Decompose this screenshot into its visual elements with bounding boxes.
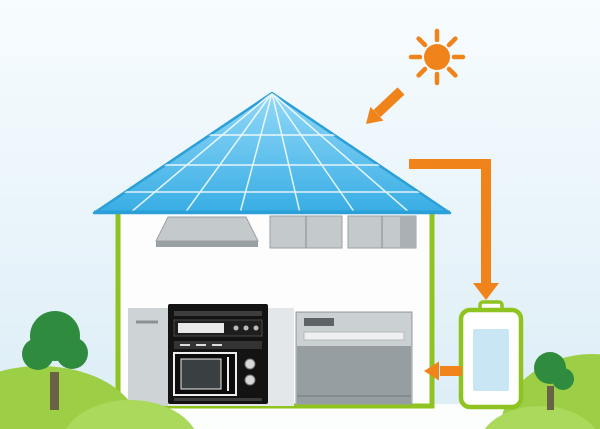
sun-icon	[408, 28, 466, 86]
bush-right-small	[484, 406, 596, 429]
vegetation	[0, 311, 600, 429]
cabinet	[128, 308, 168, 406]
storage-battery	[458, 300, 524, 410]
arrow-roof-to-battery-icon	[409, 159, 499, 300]
window-left	[269, 215, 343, 249]
microwave	[173, 352, 237, 396]
battery-charge-level	[473, 329, 509, 391]
dishwasher	[295, 311, 413, 405]
tree-right	[534, 352, 574, 410]
knob	[244, 358, 256, 370]
window-right	[347, 215, 417, 249]
bush-left-small	[65, 400, 195, 429]
knob	[244, 374, 256, 386]
house	[115, 207, 435, 409]
kitchen-appliance-stack	[168, 304, 268, 404]
arrow-sun-to-roof-icon	[366, 87, 405, 124]
range-hood	[155, 216, 259, 247]
tree-left	[22, 311, 88, 410]
arrow-battery-to-house-icon	[424, 361, 462, 381]
